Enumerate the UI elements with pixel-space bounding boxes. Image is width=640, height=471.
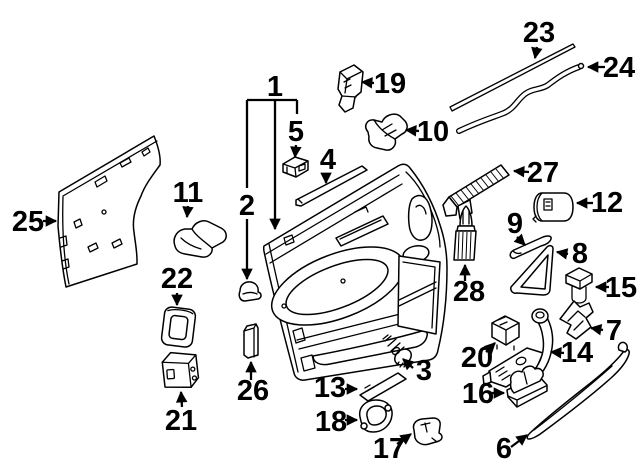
callout-16: 16 bbox=[462, 378, 506, 410]
part-7-cover bbox=[559, 300, 594, 340]
callout-27: 27 bbox=[512, 157, 559, 189]
part-28-lock-knob bbox=[453, 205, 477, 261]
callout-5: 5 bbox=[288, 116, 304, 159]
callout-number-18: 18 bbox=[315, 406, 347, 438]
part-27-grille bbox=[442, 164, 510, 220]
callout-22: 22 bbox=[161, 263, 193, 307]
part-4-trim-strip bbox=[295, 165, 368, 207]
callout-3: 3 bbox=[402, 355, 432, 387]
callout-4: 4 bbox=[320, 144, 336, 185]
callout-24: 24 bbox=[586, 52, 635, 84]
callout-14: 14 bbox=[549, 337, 593, 369]
callout-number-6: 6 bbox=[496, 433, 512, 465]
part-18-grommet bbox=[358, 399, 393, 433]
callout-number-15: 15 bbox=[605, 272, 637, 304]
callout-19: 19 bbox=[360, 68, 406, 100]
part-12-module bbox=[532, 192, 574, 223]
callout-10: 10 bbox=[404, 116, 449, 148]
callout-number-8: 8 bbox=[572, 238, 588, 270]
callout-26: 26 bbox=[237, 360, 269, 407]
part-22-switch bbox=[160, 306, 197, 348]
part-10-bracket bbox=[365, 113, 408, 151]
callout-number-10: 10 bbox=[417, 116, 449, 148]
callout-23: 23 bbox=[523, 17, 555, 60]
callout-number-27: 27 bbox=[527, 157, 559, 189]
part-20-switch bbox=[491, 315, 520, 351]
callout-25: 25 bbox=[12, 206, 58, 238]
part-5-clip bbox=[282, 156, 309, 178]
callout-number-23: 23 bbox=[523, 17, 555, 49]
part-door-trim-panel bbox=[262, 163, 448, 381]
callout-7: 7 bbox=[589, 315, 622, 347]
callout-number-25: 25 bbox=[12, 206, 44, 238]
part-2-clip bbox=[238, 281, 262, 302]
callout-number-17: 17 bbox=[373, 433, 405, 465]
callout-number-16: 16 bbox=[462, 378, 494, 410]
callout-1: 1 bbox=[245, 71, 299, 231]
callout-number-26: 26 bbox=[237, 375, 269, 407]
callout-number-14: 14 bbox=[561, 337, 593, 369]
part-19-switch bbox=[337, 64, 364, 113]
part-14-pull-handle bbox=[482, 308, 554, 388]
part-25-water-shield-panel bbox=[57, 135, 161, 288]
callout-28: 28 bbox=[453, 263, 485, 308]
callout-21: 21 bbox=[165, 390, 197, 437]
callout-number-21: 21 bbox=[165, 405, 197, 437]
part-11-handle-bracket bbox=[173, 220, 227, 258]
callout-11: 11 bbox=[173, 177, 204, 219]
callout-2: 2 bbox=[239, 190, 255, 281]
callout-number-12: 12 bbox=[591, 187, 623, 219]
part-8-sail-trim bbox=[510, 244, 554, 296]
callout-number-28: 28 bbox=[453, 276, 485, 308]
callout-8: 8 bbox=[555, 238, 588, 270]
part-26-trim-piece bbox=[243, 323, 259, 359]
callout-number-1: 1 bbox=[267, 71, 283, 103]
callout-12: 12 bbox=[575, 187, 623, 219]
callout-number-2: 2 bbox=[239, 190, 255, 222]
callout-9: 9 bbox=[507, 208, 526, 246]
part-15-switch bbox=[565, 267, 593, 304]
callout-number-9: 9 bbox=[507, 208, 523, 240]
callout-number-13: 13 bbox=[314, 372, 346, 404]
callout-number-19: 19 bbox=[374, 68, 406, 100]
callout-17: 17 bbox=[373, 433, 412, 465]
callout-number-3: 3 bbox=[416, 355, 432, 387]
callout-number-7: 7 bbox=[606, 315, 622, 347]
callout-20: 20 bbox=[461, 342, 496, 374]
callout-number-20: 20 bbox=[461, 342, 493, 374]
callout-number-22: 22 bbox=[161, 263, 193, 295]
callout-number-24: 24 bbox=[603, 52, 635, 84]
callout-number-5: 5 bbox=[288, 116, 304, 148]
part-21-switch bbox=[161, 351, 200, 389]
part-13-strip bbox=[359, 372, 407, 402]
part-16-window-switch bbox=[506, 365, 548, 408]
part-24-seal-strip bbox=[456, 62, 585, 134]
part-23-channel-strip bbox=[449, 43, 576, 112]
part-17-clip bbox=[412, 417, 443, 446]
callout-13: 13 bbox=[314, 372, 359, 404]
callout-18: 18 bbox=[315, 406, 359, 438]
callout-6: 6 bbox=[496, 433, 528, 465]
part-9-strip bbox=[509, 235, 552, 260]
callout-number-11: 11 bbox=[173, 177, 204, 209]
part-6-armrest bbox=[526, 341, 630, 440]
callout-15: 15 bbox=[594, 272, 637, 304]
callout-number-4: 4 bbox=[320, 144, 336, 176]
